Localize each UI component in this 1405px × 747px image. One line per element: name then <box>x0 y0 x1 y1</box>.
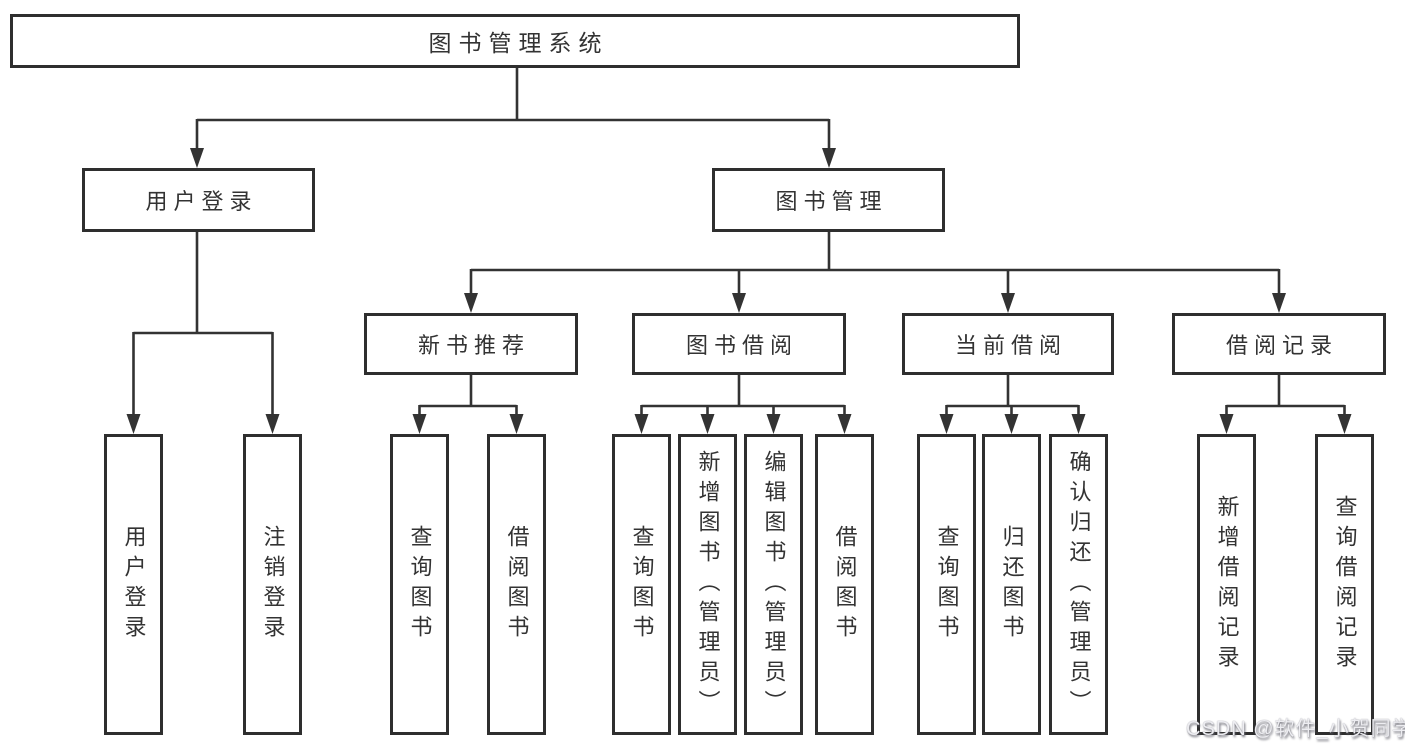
leaf-user-login-label: 用户登录 <box>121 524 147 645</box>
leaf-query-books-2: 查询图书 <box>612 434 671 735</box>
connector-new-book-recommend-children <box>412 375 524 434</box>
connector-borrowing-records-children <box>1219 375 1352 434</box>
node-new-book-recommend: 新书推荐 <box>364 313 578 375</box>
node-book-borrowing: 图书借阅 <box>632 313 846 375</box>
node-new-book-recommend-label: 新书推荐 <box>417 333 530 358</box>
node-user-login: 用户登录 <box>82 168 315 232</box>
node-book-management-label: 图书管理 <box>775 189 888 214</box>
node-borrowing-records: 借阅记录 <box>1172 313 1386 375</box>
connector-user-login-children <box>126 232 280 434</box>
node-book-management: 图书管理 <box>712 168 945 232</box>
leaf-return-books: 归还图书 <box>982 434 1041 735</box>
leaf-return-books-label: 归还图书 <box>999 524 1025 645</box>
leaf-add-books-admin-label: 新增图书（管理员） <box>695 449 721 720</box>
leaf-add-borrow-record-label: 新增借阅记录 <box>1214 494 1240 675</box>
leaf-query-borrow-record: 查询借阅记录 <box>1315 434 1374 735</box>
leaf-borrow-books-2-label: 借阅图书 <box>832 524 858 645</box>
node-book-borrowing-label: 图书借阅 <box>685 333 798 358</box>
leaf-logout: 注销登录 <box>243 434 302 735</box>
node-root-system: 图书管理系统 <box>10 14 1020 68</box>
leaf-confirm-return-admin: 确认归还（管理员） <box>1049 434 1108 735</box>
connector-book-borrowing-children <box>634 375 852 434</box>
leaf-borrow-books-2: 借阅图书 <box>815 434 874 735</box>
node-root-system-label: 图书管理系统 <box>428 30 609 56</box>
connector-book-management-children <box>464 232 1286 313</box>
leaf-query-books-3: 查询图书 <box>917 434 976 735</box>
leaf-query-books-2-label: 查询图书 <box>629 524 655 645</box>
node-current-borrowing-label: 当前借阅 <box>954 333 1067 358</box>
leaf-logout-label: 注销登录 <box>260 524 286 645</box>
leaf-borrow-books-1: 借阅图书 <box>487 434 546 735</box>
leaf-borrow-books-1-label: 借阅图书 <box>504 524 530 645</box>
leaf-query-books-1: 查询图书 <box>390 434 449 735</box>
leaf-query-borrow-record-label: 查询借阅记录 <box>1332 494 1358 675</box>
watermark: CSDN @软件_小贺同学 <box>1186 718 1405 740</box>
node-current-borrowing: 当前借阅 <box>902 313 1114 375</box>
leaf-query-books-1-label: 查询图书 <box>407 524 433 645</box>
connector-current-borrowing-children <box>939 375 1086 434</box>
leaf-confirm-return-admin-label: 确认归还（管理员） <box>1066 449 1092 720</box>
node-user-login-label: 用户登录 <box>145 189 258 214</box>
leaf-user-login: 用户登录 <box>104 434 163 735</box>
connector-root-to-level2 <box>190 68 836 168</box>
leaf-edit-books-admin-label: 编辑图书（管理员） <box>761 449 787 720</box>
leaf-edit-books-admin: 编辑图书（管理员） <box>744 434 803 735</box>
node-borrowing-records-label: 借阅记录 <box>1225 333 1338 358</box>
leaf-add-borrow-record: 新增借阅记录 <box>1197 434 1256 735</box>
leaf-add-books-admin: 新增图书（管理员） <box>678 434 737 735</box>
leaf-query-books-3-label: 查询图书 <box>934 524 960 645</box>
